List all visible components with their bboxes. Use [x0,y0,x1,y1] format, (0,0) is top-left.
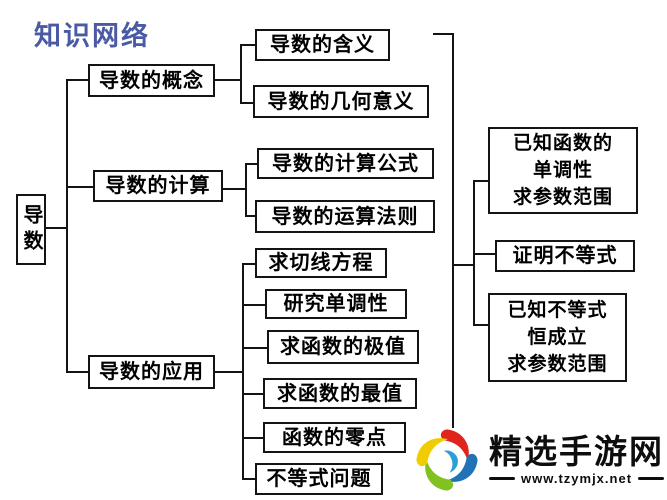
watermark-url-row: www.tzymjx.net [489,470,665,486]
connector-branch1-right [215,79,240,81]
node-known-monotonicity-line2: 单调性 [532,160,593,181]
connector-app-child2 [242,304,265,306]
watermark-site-url: www.tzymjx.net [520,470,633,486]
node-tangent-equation: 求切线方程 [255,248,387,278]
connector-right-child1 [473,180,488,182]
node-zero-point-label: 函数的零点 [282,426,387,449]
connector-branch3-stub [66,371,88,373]
connector-right-bracket-top-hook [433,33,454,35]
node-operation-rules: 导数的运算法则 [255,200,435,233]
node-root-daoshu: 导数 [16,194,46,265]
connector-branch1-bracket [240,44,242,104]
watermark-site-name: 精选手游网 [489,432,664,470]
connector-branch1-stub [66,79,88,81]
connector-app-child4 [242,393,263,395]
node-monotonicity: 研究单调性 [265,289,407,319]
node-prove-inequality: 证明不等式 [495,240,635,272]
node-inequality-holds-param-range: 已知不等式 恒成立 求参数范围 [488,293,627,382]
node-geometric-meaning: 导数的几何意义 [253,85,429,118]
node-known-monotonicity-line3: 求参数范围 [512,187,613,208]
node-concept-label: 导数的概念 [99,69,204,92]
node-inequality-holds-line2: 恒成立 [527,327,588,348]
watermark-text-block: 精选手游网 www.tzymjx.net [489,432,665,486]
node-known-monotonicity-line1: 已知函数的 [512,133,613,154]
node-max-min-label: 求函数的最值 [277,382,403,405]
node-concept: 导数的概念 [88,64,215,97]
node-meaning-label: 导数的含义 [270,34,375,56]
connector-branch1-child2 [240,102,253,104]
node-application: 导数的应用 [88,355,215,389]
node-prove-inequality-label: 证明不等式 [512,245,618,267]
node-monotonicity-label: 研究单调性 [283,293,389,315]
node-max-min: 求函数的最值 [263,378,417,409]
node-calc-formulas: 导数的计算公式 [257,148,434,179]
connector-app-child5 [242,437,263,439]
watermark-dash-left [489,476,515,480]
node-extremum: 求函数的极值 [267,330,419,364]
pinwheel-logo-icon [416,429,478,491]
node-inequality-problem: 不等式问题 [255,463,383,495]
watermark: 精选手游网 www.tzymjx.net [411,424,665,496]
node-geometric-meaning-label: 导数的几何意义 [267,90,415,113]
node-calculation: 导数的计算 [93,170,223,202]
node-inequality-problem-label: 不等式问题 [266,468,372,490]
connector-branch2-stub [66,186,93,188]
watermark-dash-right [638,476,665,480]
connector-branch2-bracket [245,163,247,217]
node-root-label: 导数 [20,203,42,256]
connector-branch3-right [215,371,242,373]
connector-trunk [66,79,68,373]
node-inequality-holds-line3: 求参数范围 [507,354,608,375]
connector-branch1-child1 [240,44,255,46]
connector-branch2-right [223,188,245,190]
node-meaning: 导数的含义 [255,29,390,61]
connector-right-link [452,264,475,266]
node-application-label: 导数的应用 [99,361,204,383]
node-calc-formulas-label: 导数的计算公式 [272,152,419,175]
connector-app-child1 [242,263,255,265]
node-inequality-holds-line1: 已知不等式 [507,300,608,321]
connector-right-bracket [452,33,454,428]
page-title: 知识网络 [34,21,150,52]
connector-branch2-child1 [245,163,257,165]
node-extremum-label: 求函数的极值 [280,336,406,358]
connector-branch2-child2 [245,215,255,217]
connector-right-child2 [473,253,495,255]
connector-right-child3 [473,324,488,326]
connector-branch3-bracket [242,263,244,479]
connector-app-child3 [242,347,267,349]
connector-app-child6 [242,478,255,480]
node-zero-point: 函数的零点 [263,422,406,453]
node-known-monotonicity-param-range: 已知函数的 单调性 求参数范围 [488,127,638,214]
node-calculation-label: 导数的计算 [105,175,211,197]
connector-root-stub [46,227,68,229]
node-operation-rules-label: 导数的运算法则 [271,205,419,228]
node-tangent-equation-label: 求切线方程 [268,252,374,274]
